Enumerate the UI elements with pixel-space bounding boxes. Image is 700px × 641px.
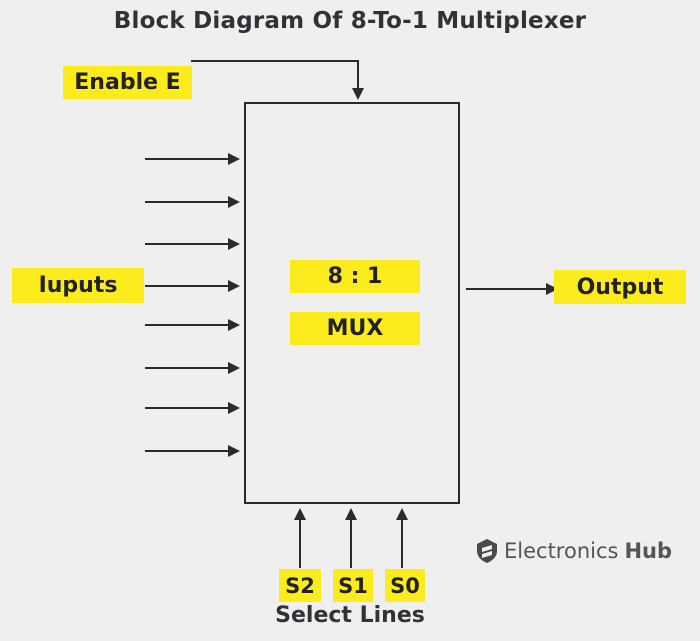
- enable-line: [191, 60, 364, 100]
- select-lines-label: Select Lines: [275, 603, 425, 628]
- diagram-title: Block Diagram Of 8-To-1 Multiplexer: [113, 8, 587, 34]
- mux-label: MUX: [290, 312, 420, 345]
- mux-ratio-label: 8 : 1: [290, 260, 420, 293]
- select-arrows: [294, 508, 408, 568]
- electronicshub-logo-icon: [477, 539, 497, 563]
- select-s2-label: S2: [279, 569, 321, 602]
- select-s1-label: S1: [333, 569, 373, 602]
- mux-block: [244, 102, 460, 504]
- enable-label: Enable E: [63, 66, 192, 99]
- brand-watermark: Electronics Hub: [476, 536, 672, 566]
- brand-suffix: Hub: [624, 539, 673, 563]
- brand-name: Electronics: [504, 539, 619, 563]
- inputs-label: Iuputs: [12, 268, 144, 303]
- output-label: Output: [554, 270, 686, 304]
- input-arrows: [145, 153, 240, 457]
- select-s0-label: S0: [385, 569, 425, 602]
